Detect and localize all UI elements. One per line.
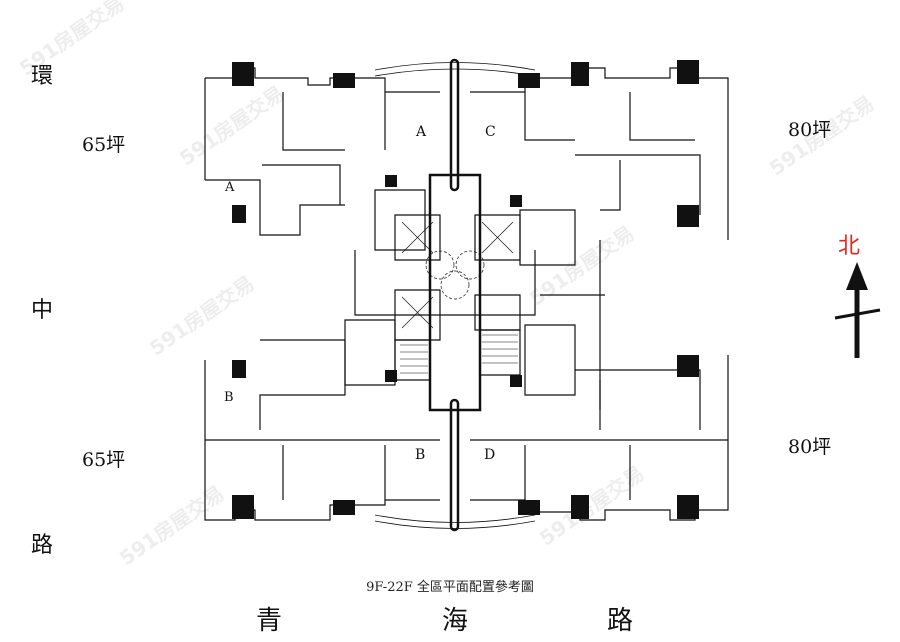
road-south-char: 路 (607, 606, 634, 636)
road-south-char: 海 (442, 606, 469, 636)
road-south-char: 青 (256, 606, 283, 636)
road-west-char: 環 (31, 64, 54, 89)
north-arrow-icon (834, 262, 881, 358)
unit-label-d: D (484, 447, 496, 463)
bath-label-a: A (225, 180, 235, 195)
north-label: 北 (838, 234, 861, 259)
unit-walls (204, 62, 729, 529)
unit-label-c: C (485, 124, 496, 140)
plan-caption: 9F-22F 全區平面配置參考圖 (366, 580, 534, 595)
unit-label-a: A (416, 124, 427, 140)
structural-columns (232, 60, 699, 519)
road-west-char: 中 (31, 298, 54, 323)
unit-label-b: B (415, 447, 426, 463)
unit-area-label: 65坪 (82, 134, 126, 156)
road-west-char: 路 (31, 533, 54, 558)
party-wall (449, 58, 460, 532)
unit-area-label: 80坪 (788, 436, 832, 458)
bath-label-b: B (224, 390, 234, 405)
unit-area-label: 65坪 (82, 449, 126, 471)
unit-area-label: 80坪 (788, 119, 832, 141)
